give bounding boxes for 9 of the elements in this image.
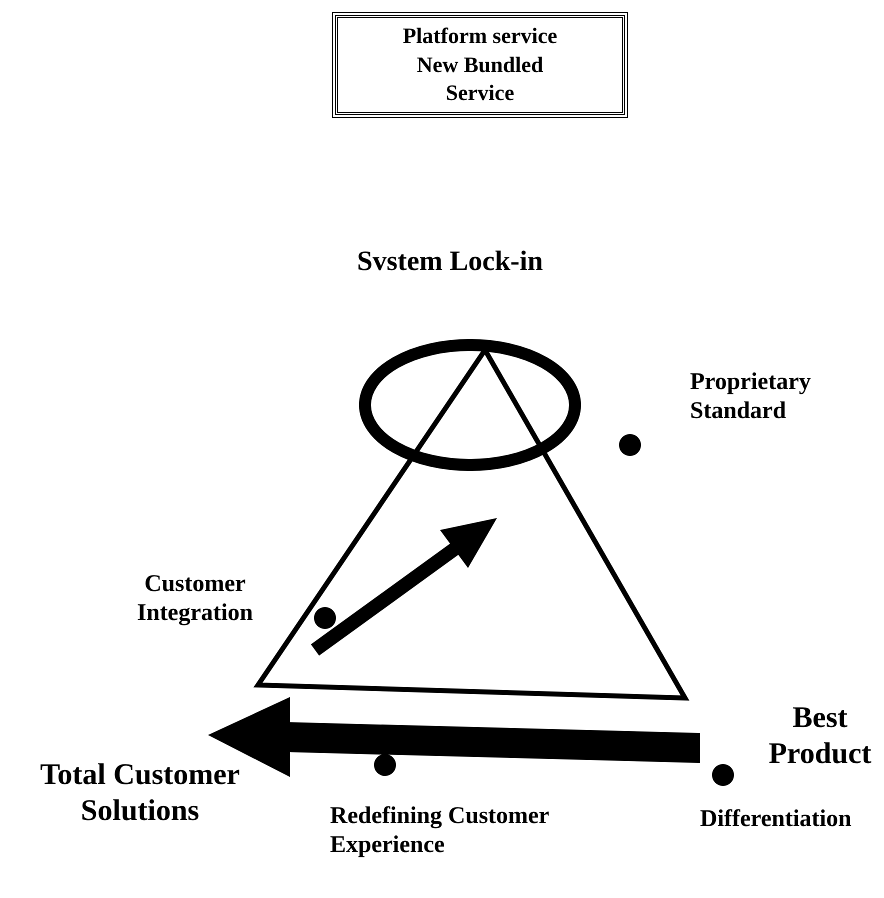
corner-label: Redefining Customer Experience (330, 802, 550, 860)
corner-label: Total Customer Solutions (39, 757, 241, 829)
heading-label: Svstem Lock-in (356, 245, 544, 279)
title-box (335, 15, 625, 115)
corner-label: Differentiation (700, 805, 853, 834)
corner-label: Customer Integration (136, 570, 254, 628)
corner-label: Best Product (768, 700, 872, 772)
box-text: Platform service New Bundled Service (402, 22, 558, 108)
corner-label: Proprietary Standard (690, 368, 812, 426)
